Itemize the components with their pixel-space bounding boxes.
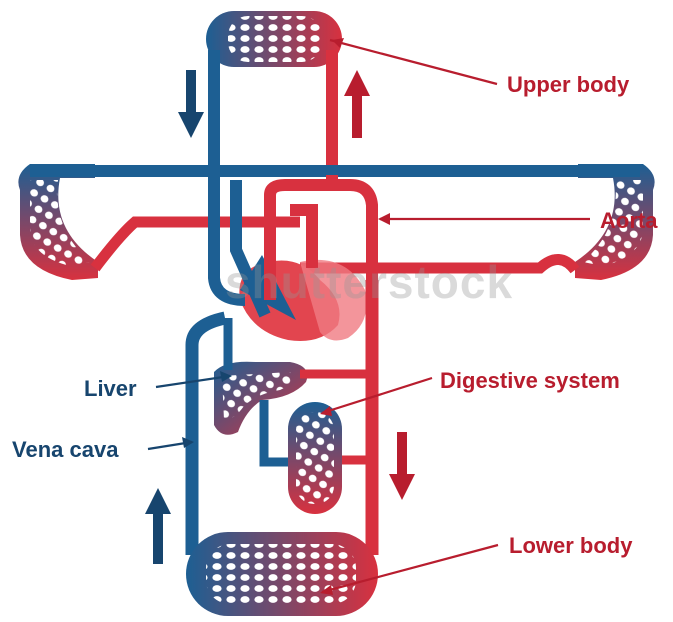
upper-body-capillary-bed [206,11,342,67]
digestive-system-label: Digestive system [440,370,620,392]
upper-right-up-arrow [344,70,370,138]
vena-cava-label: Vena cava [12,439,118,461]
aorta-label: Aorta [600,210,657,232]
liver-label: Liver [84,378,137,400]
watermark: shutterstock [225,255,513,309]
lower-body-label: Lower body [509,535,632,557]
digestive-system [288,402,342,514]
lower-left-up-arrow [145,488,171,564]
upper-left-down-arrow [178,70,204,138]
upper-body-loop [214,50,332,175]
upper-body-label: Upper body [507,74,629,96]
lower-body-capillary-bed [186,532,378,616]
lower-right-down-arrow [389,432,415,500]
left-arm-capillary-bed [18,164,98,280]
